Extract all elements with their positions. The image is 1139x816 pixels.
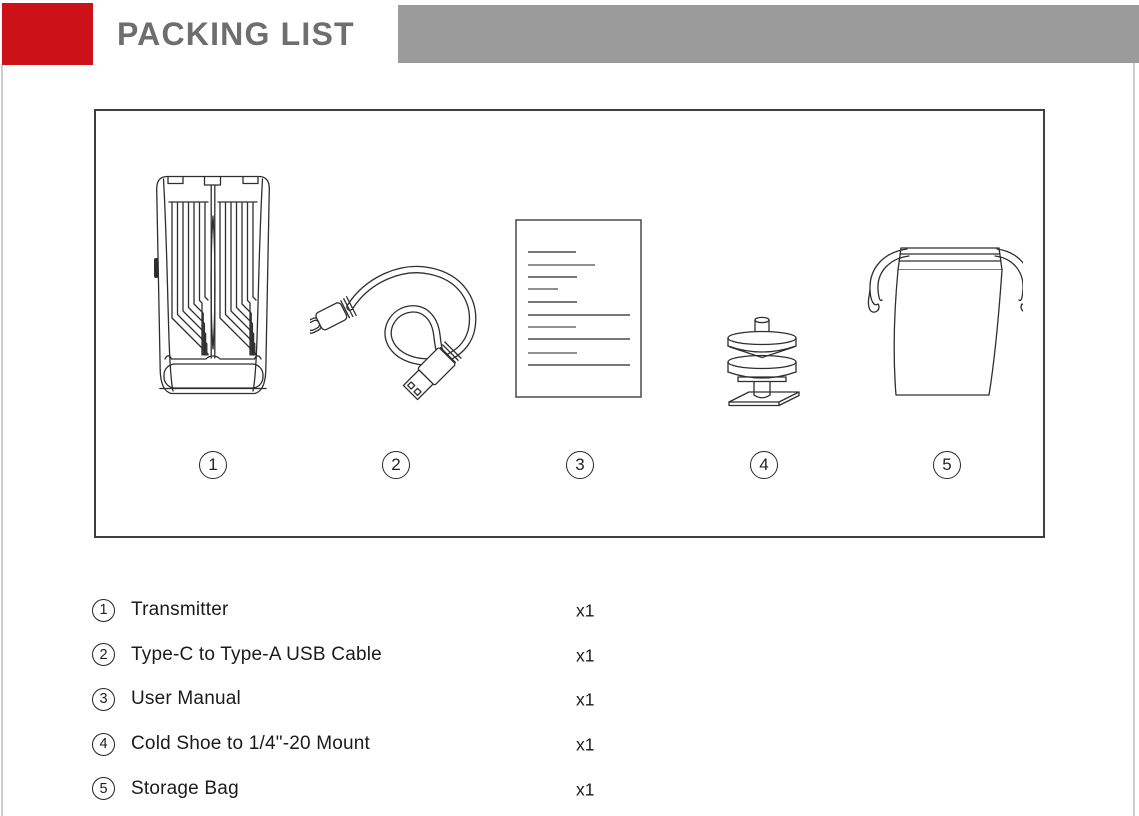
item-quantity: x1 <box>576 600 595 621</box>
usb-cable-icon <box>310 253 480 405</box>
page-edge-artifact-right <box>1133 63 1135 816</box>
figure-badge-1: 1 <box>199 451 227 479</box>
item-label: Transmitter <box>131 599 229 621</box>
page-edge-artifact-left <box>1 65 3 816</box>
cold-shoe-mount-icon <box>725 315 803 407</box>
item-number-badge: 3 <box>92 687 115 711</box>
transmitter-icon <box>152 172 274 400</box>
item-label: Type-C to Type-A USB Cable <box>131 643 382 665</box>
item-label: Storage Bag <box>131 777 239 799</box>
item-quantity: x1 <box>576 645 595 666</box>
figure-badge-5: 5 <box>933 451 961 479</box>
item-quantity: x1 <box>576 689 595 710</box>
item-number-badge: 2 <box>92 643 115 667</box>
list-item-cold-shoe-mount: 4 Cold Shoe to 1/4"-20 Mount x1 <box>92 722 712 767</box>
packing-list: 1 Transmitter x1 2 Type-C to Type-A USB … <box>92 588 712 811</box>
item-number-badge: 4 <box>92 732 115 756</box>
brand-accent-block <box>2 3 93 65</box>
list-item-transmitter: 1 Transmitter x1 <box>92 588 712 633</box>
figure-badge-2: 2 <box>382 451 410 479</box>
storage-bag-icon <box>863 243 1023 403</box>
figure-badge-4: 4 <box>750 451 778 479</box>
item-number-badge: 1 <box>92 598 115 622</box>
item-label: Cold Shoe to 1/4"-20 Mount <box>131 733 371 755</box>
list-item-user-manual: 3 User Manual x1 <box>92 677 712 722</box>
user-manual-icon <box>515 219 642 398</box>
item-quantity: x1 <box>576 779 595 800</box>
item-label: User Manual <box>131 688 241 710</box>
page-title: PACKING LIST <box>117 15 355 52</box>
item-quantity: x1 <box>576 734 595 755</box>
list-item-storage-bag: 5 Storage Bag x1 <box>92 766 712 811</box>
figure-badge-3: 3 <box>566 451 594 479</box>
item-number-badge: 5 <box>92 777 115 801</box>
header-bar <box>398 5 1139 63</box>
packing-figure-box: 1 2 3 4 5 <box>94 109 1045 538</box>
list-item-usb-cable: 2 Type-C to Type-A USB Cable x1 <box>92 633 712 678</box>
